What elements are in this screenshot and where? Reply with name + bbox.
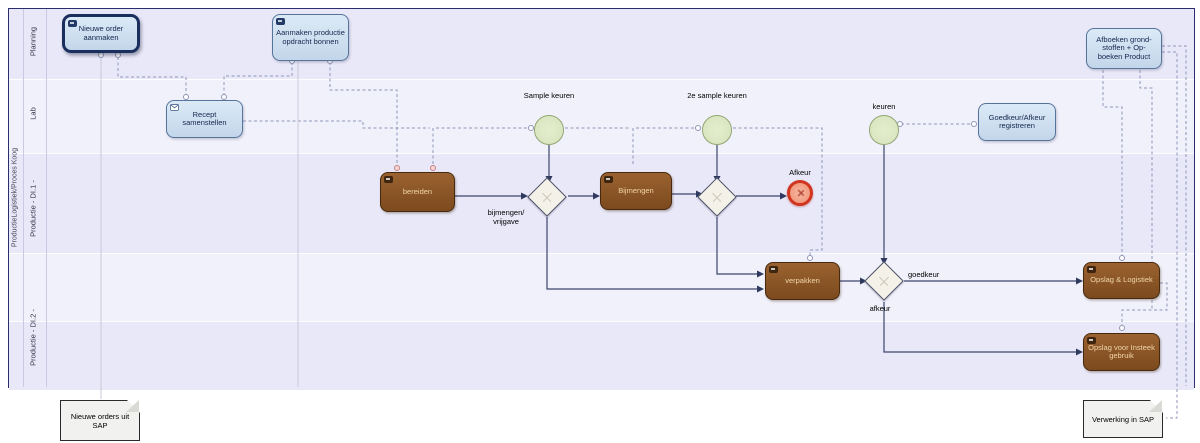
document-fold-icon: [1149, 400, 1162, 412]
event-sample-keuren[interactable]: [534, 115, 564, 145]
task-label: verpakken: [785, 275, 820, 285]
task-afboeken-grondstoffen-opboeken-product[interactable]: Afboeken grond-stoffen + Op-boeken Produ…: [1086, 28, 1162, 69]
task-label: Opslag & Logistiek: [1090, 275, 1153, 285]
task-label: Bijmengen: [618, 185, 654, 195]
lane-label-productie-di1: Productie - DI.1 -: [28, 180, 38, 237]
document-fold-icon: [126, 400, 139, 412]
task-recept-samenstellen[interactable]: Recept samenstellen: [166, 100, 243, 138]
task-label: Afboeken grond-stoffen + Op-boeken Produ…: [1096, 34, 1152, 61]
task-type-icon: [1087, 337, 1096, 344]
lane-productie-di2: [9, 321, 1194, 390]
event-2e-sample-keuren[interactable]: [702, 115, 732, 145]
task-goedkeur-afkeur-registreren[interactable]: Goedkeur/Afkeur registreren: [978, 103, 1056, 141]
task-aanmaken-productie-opdracht-bonnen[interactable]: Aanmaken productie opdracht bonnen: [272, 14, 349, 61]
task-label: bereiden: [402, 186, 433, 196]
document-label: Nieuwe orders uit SAP: [70, 411, 130, 430]
gateway-label-goedkeur: goedkeur: [908, 270, 940, 279]
event-keuren[interactable]: [869, 115, 899, 145]
task-nieuwe-order-aanmaken[interactable]: Nieuwe order aanmaken: [62, 14, 140, 53]
gateway-label-bijmengen-vrijgave: bijmengen/ vrijgave: [487, 208, 525, 226]
gateway-label-afkeur: afkeur: [869, 304, 891, 313]
gateway-x-icon: [709, 189, 726, 206]
end-event-afkeur[interactable]: [787, 180, 813, 206]
lane-productie-di1-lower: [9, 253, 1194, 322]
task-type-icon: [604, 176, 613, 183]
task-type-icon: [1087, 266, 1096, 273]
task-bereiden[interactable]: bereiden: [380, 172, 455, 212]
task-opslag-voor-insteek-gebruik[interactable]: Opslag voor Insteek gebruik: [1083, 333, 1160, 371]
task-type-icon: [769, 266, 778, 273]
task-verpakken[interactable]: verpakken: [765, 262, 840, 300]
task-type-icon: [68, 20, 77, 27]
lane-label-divider: [46, 9, 47, 387]
event-label-2e-sample-keuren: 2e sample keuren: [687, 91, 747, 100]
task-label: Nieuwe order aanmaken: [78, 24, 124, 42]
task-type-icon: [384, 176, 393, 183]
end-event-x-icon: [796, 189, 804, 197]
event-label-afkeur: Afkeur: [789, 168, 811, 177]
gateway-x-icon: [876, 273, 893, 290]
gateway-x-icon: [539, 189, 556, 206]
task-label: Opslag voor Insteek gebruik: [1088, 342, 1155, 360]
pool-label-divider: [23, 9, 24, 387]
lane-label-productie-di2: Productie - DI.2 -: [28, 309, 38, 366]
event-label-keuren: keuren: [872, 102, 896, 111]
task-type-icon: [276, 18, 285, 25]
task-label: Recept samenstellen: [182, 109, 227, 127]
envelope-icon: [170, 104, 179, 111]
task-opslag-logistiek[interactable]: Opslag & Logistiek: [1083, 262, 1160, 299]
lane-planning: [9, 9, 1194, 79]
event-label-sample-keuren: Sample keuren: [523, 91, 575, 100]
pool-label: ProductieLogistiek/Proces Koog: [11, 147, 19, 248]
task-bijmengen[interactable]: Bijmengen: [600, 172, 672, 210]
task-label: Goedkeur/Afkeur registreren: [988, 112, 1046, 130]
task-label: Aanmaken productie opdracht bonnen: [276, 28, 345, 46]
document-label: Verwerking in SAP: [1091, 414, 1155, 424]
